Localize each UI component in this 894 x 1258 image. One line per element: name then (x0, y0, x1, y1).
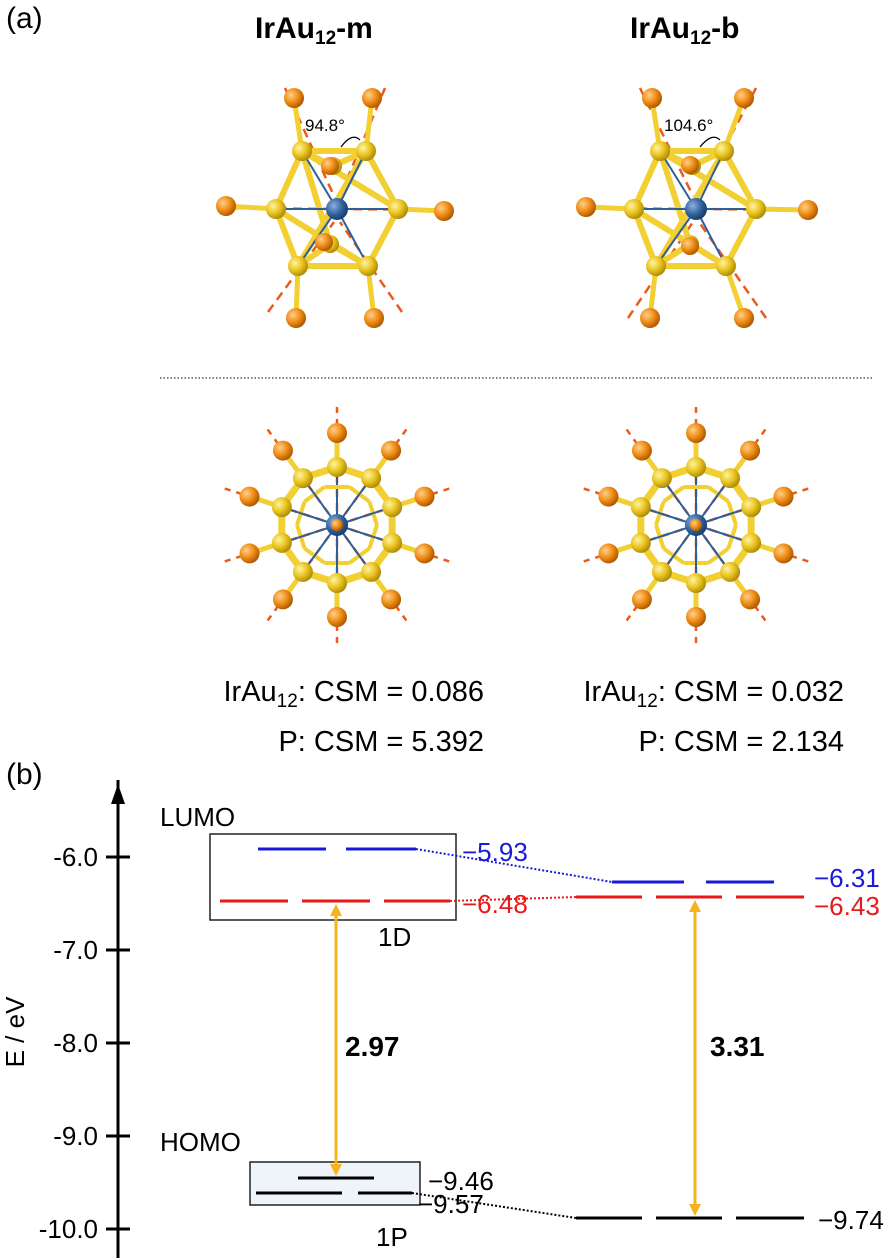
energy-diagram: -6.0 -7.0 -8.0 -9.0 -10.0 E / eV LUMO HO… (0, 780, 884, 1258)
connector-lines (411, 848, 613, 1219)
au-atom (720, 561, 741, 582)
au-atom (630, 532, 651, 553)
au-atom (686, 457, 706, 477)
angle-label: 104.6° (664, 116, 713, 135)
p-atom (327, 423, 347, 443)
y-axis-label: E / eV (0, 996, 30, 1067)
y-tick-label: -9.0 (53, 1121, 98, 1151)
value-lumo-plus-right: −6.31 (814, 863, 880, 893)
p-atom (598, 486, 619, 507)
p-atom (773, 486, 794, 507)
angle-arc (340, 136, 361, 148)
au-atom (361, 561, 382, 582)
p-atom (272, 589, 293, 610)
au-atom (651, 468, 672, 489)
au-atom (271, 532, 292, 553)
au-atom (361, 468, 382, 489)
p-atom (686, 607, 706, 627)
au-atom (741, 532, 762, 553)
au-atom (292, 561, 313, 582)
au-atom (382, 532, 403, 553)
au-atom (327, 457, 347, 477)
p-atoms (216, 88, 454, 328)
top-view-m (224, 407, 450, 643)
csm-p-b: P: CSM = 2.134 (638, 726, 844, 758)
y-ticks (106, 855, 130, 1231)
p-atom (239, 486, 260, 507)
angle-label: 94.8° (305, 116, 345, 135)
cluster-title-m: IrAu12-m (255, 12, 373, 49)
p-atom (686, 423, 706, 443)
value-lumo-left: −6.48 (462, 889, 528, 919)
panel-b-label: (b) (6, 758, 43, 791)
csm-p-m: P: CSM = 5.392 (278, 726, 484, 758)
value-homo-right: −9.74 (818, 1205, 884, 1235)
box-1p-label: 1P (376, 1222, 408, 1252)
value-homo-minus-left: −9.57 (418, 1189, 484, 1219)
side-view-m: 94.8° (216, 87, 454, 328)
y-axis-arrow (111, 784, 125, 804)
p-atom (690, 519, 702, 531)
panel-a-label: (a) (6, 2, 43, 35)
y-tick-label: -8.0 (53, 1028, 98, 1058)
homo-label: HOMO (160, 1127, 241, 1157)
p-atom (414, 543, 435, 564)
au-atoms (624, 141, 766, 276)
p-atom (381, 440, 402, 461)
lumo-label: LUMO (160, 802, 235, 832)
right-levels (576, 880, 804, 1220)
p-atom (272, 440, 293, 461)
au-atom (327, 573, 347, 593)
side-view-b: 104.6° (576, 87, 818, 328)
p-atom (381, 589, 402, 610)
top-view-b (583, 407, 809, 643)
gap-arrowheads (330, 900, 701, 1216)
y-tick-label: -7.0 (53, 935, 98, 965)
gap-value-right: 3.31 (710, 1031, 765, 1062)
p-atom (740, 589, 761, 610)
au-atom (651, 561, 672, 582)
angle-arc (699, 136, 721, 148)
gap-value-left: 2.97 (345, 1031, 400, 1062)
p-atom (327, 607, 347, 627)
gap-arrows (334, 908, 697, 1208)
ir-atom (685, 198, 707, 220)
box-1d-label: 1D (378, 922, 411, 952)
cluster-title-b: IrAu12-b (630, 12, 740, 49)
au-atom (720, 468, 741, 489)
au-atom (741, 497, 762, 518)
au-atom (630, 497, 651, 518)
p-atom (631, 440, 652, 461)
p-atom (631, 589, 652, 610)
ir-atom (326, 198, 348, 220)
left-levels (220, 847, 450, 1195)
au-atom (271, 497, 292, 518)
value-lumo-right: −6.43 (814, 891, 880, 921)
csm-core-m: IrAu12: CSM = 0.086 (223, 676, 484, 712)
p-atom (598, 543, 619, 564)
au-atom (382, 497, 403, 518)
y-tick-label: -10.0 (39, 1214, 98, 1244)
molecular-structures: 94.8° (160, 87, 874, 643)
p-atom (414, 486, 435, 507)
csm-core-b: IrAu12: CSM = 0.032 (583, 676, 844, 712)
value-lumo-plus-left: −5.93 (462, 837, 528, 867)
p-atom (740, 440, 761, 461)
value-homo-left: −9.46 (428, 1166, 494, 1196)
au-atom (292, 468, 313, 489)
csm-block-b: IrAu12: CSM = 0.032 P: CSM = 2.134 (540, 672, 844, 762)
p-atoms (576, 88, 818, 328)
y-tick-labels: -6.0 -7.0 -8.0 -9.0 -10.0 (39, 842, 98, 1244)
au-atom (686, 573, 706, 593)
csm-block-m: IrAu12: CSM = 0.086 P: CSM = 5.392 (180, 672, 484, 762)
p-atom (239, 543, 260, 564)
p-atom (331, 519, 343, 531)
box-1d (209, 833, 457, 921)
p-atom (773, 543, 794, 564)
y-tick-label: -6.0 (53, 842, 98, 872)
